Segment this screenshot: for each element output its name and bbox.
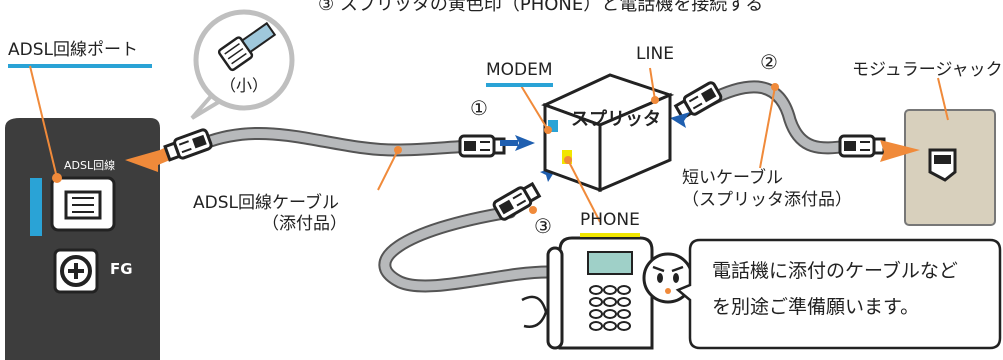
rj11-plug-icon — [162, 127, 214, 165]
cables — [64, 80, 855, 360]
rj11-plug-icon — [458, 134, 506, 158]
splitter-label: スプリッタ — [571, 109, 661, 130]
device-port-text: ADSL回線 — [64, 159, 116, 172]
modular-jack-icon — [904, 109, 996, 226]
diagram-title: ③ スプリッタの黄色印（PHONE）と電話機を接続する — [318, 0, 764, 15]
short-cable-label-1: 短いケーブル — [682, 168, 783, 188]
modem-label: MODEM — [486, 62, 553, 87]
step-2: ② — [760, 50, 778, 74]
note-line-2: を別途ご準備願います。 — [712, 296, 920, 318]
step-3: ③ — [534, 214, 552, 238]
adsl-device — [5, 118, 160, 360]
modular-jack-label: モジュラージャック — [852, 60, 1003, 80]
phone-label: PHONE — [580, 212, 640, 237]
short-cable-label-2: （スプリッタ添付品） — [682, 190, 852, 210]
rj11-plug-icon — [838, 134, 886, 158]
telephone-icon — [521, 236, 654, 350]
adsl-port-label: ADSL回線ポート — [8, 40, 138, 60]
adsl-cable-label-1: ADSL回線ケーブル — [193, 193, 339, 213]
fg-label: FG — [110, 260, 133, 278]
step-1: ① — [470, 96, 488, 120]
line-label: LINE — [636, 44, 674, 64]
adsl-cable-label-2: （添付品） — [262, 214, 347, 234]
adsl-port-leader — [29, 65, 58, 179]
insert-arrow-right — [880, 140, 920, 162]
splitter — [541, 73, 675, 193]
plug-size-label: （小） — [220, 76, 269, 95]
note-line-1: 電話機に添付のケーブルなど — [712, 260, 958, 282]
plug-zoom-bubble — [190, 9, 295, 120]
note-bubble — [675, 238, 1002, 350]
